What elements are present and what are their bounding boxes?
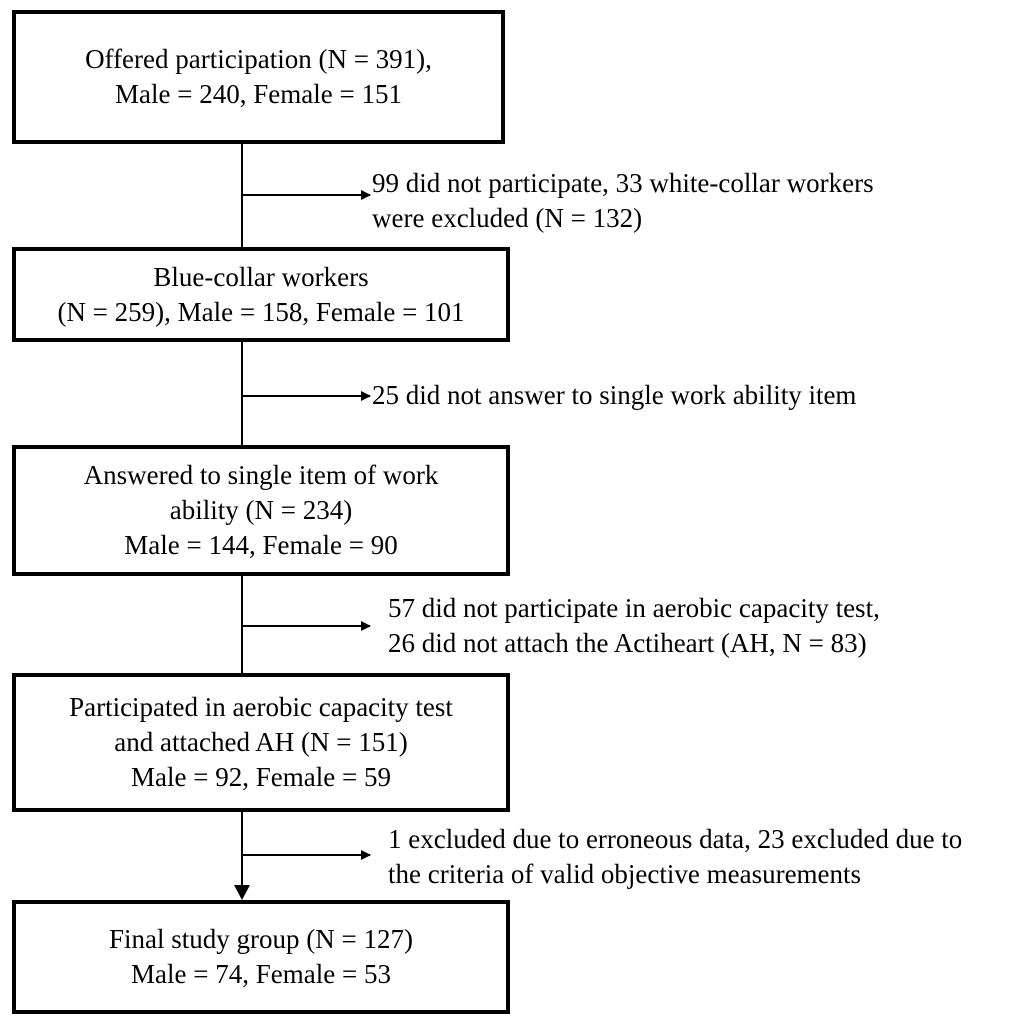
box-participated-line-2: and attached AH (N = 151): [114, 727, 408, 757]
exclusion-note-2: 25 did not answer to single work ability…: [372, 378, 856, 413]
exclusion-note-4: 1 excluded due to erroneous data, 23 exc…: [388, 822, 962, 892]
exclusion-note-3: 57 did not participate in aerobic capaci…: [388, 591, 880, 661]
box-answered-line-3: Male = 144, Female = 90: [124, 530, 398, 560]
exclusion-note-2-line-1: 25 did not answer to single work ability…: [372, 380, 857, 410]
exclusion-note-1: 99 did not participate, 33 white-collar …: [372, 166, 874, 236]
box-final-study-group: Final study group (N = 127) Male = 74, F…: [12, 900, 510, 1014]
box-answered-line-1: Answered to single item of work: [83, 460, 439, 490]
exclusion-note-4-line-2: the criteria of valid objective measurem…: [388, 859, 862, 889]
box-final-line-1: Final study group (N = 127): [109, 924, 413, 954]
exclusion-note-3-line-1: 57 did not participate in aerobic capaci…: [388, 593, 880, 623]
box-participated-aerobic-test: Participated in aerobic capacity test an…: [12, 673, 510, 812]
box-final-line-2: Male = 74, Female = 53: [131, 959, 391, 989]
exclusion-note-1-line-2: were excluded (N = 132): [372, 203, 643, 233]
exclusion-note-4-line-1: 1 excluded due to erroneous data, 23 exc…: [388, 824, 963, 854]
box-answered-work-ability: Answered to single item of work ability …: [12, 445, 510, 576]
box-offered-line-2: Male = 240, Female = 151: [115, 79, 402, 109]
box-participated-line-1: Participated in aerobic capacity test: [69, 692, 453, 722]
box-answered-line-2: ability (N = 234): [169, 495, 353, 525]
exclusion-note-1-line-1: 99 did not participate, 33 white-collar …: [372, 168, 874, 198]
box-offered-line-1: Offered participation (N = 391),: [85, 44, 432, 74]
box-blue-collar-line-1: Blue-collar workers: [153, 261, 369, 292]
box-offered-participation: Offered participation (N = 391), Male = …: [12, 10, 505, 144]
box-blue-collar-workers: Blue-collar workers (N = 259), Male = 15…: [12, 247, 510, 342]
box-participated-line-3: Male = 92, Female = 59: [131, 762, 391, 792]
spine-arrowhead-final: [234, 885, 250, 900]
exclusion-note-3-line-2: 26 did not attach the Actiheart (AH, N =…: [388, 628, 867, 658]
box-blue-collar-line-2: (N = 259), Male = 158, Female = 101: [57, 296, 465, 327]
